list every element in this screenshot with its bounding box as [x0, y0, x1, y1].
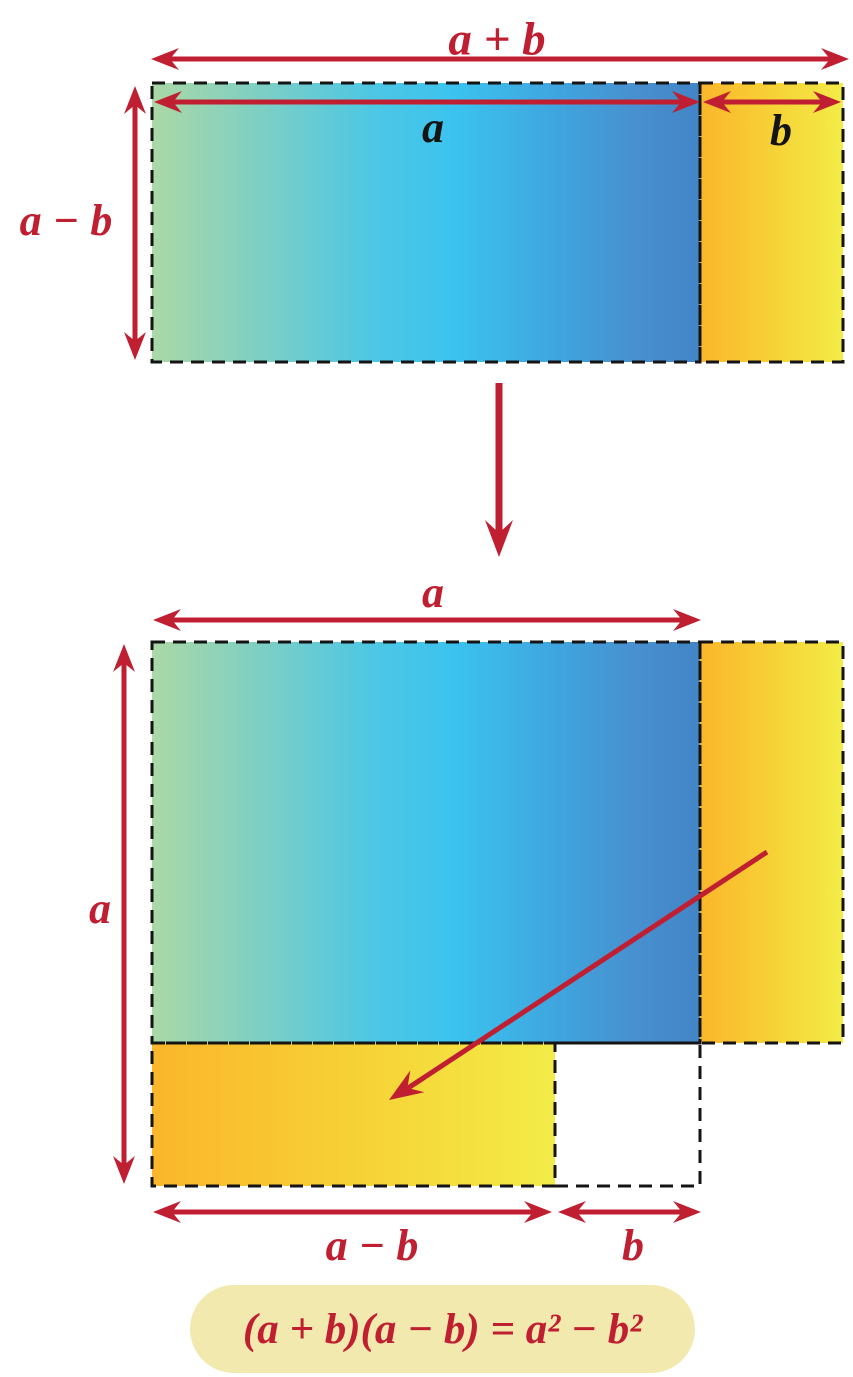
bottom-b-label: b [622, 1221, 644, 1270]
top-segment-a-label: a [422, 103, 444, 152]
formula-text: (a + b)(a − b) = a² − b² [242, 1305, 643, 1353]
bottom-height-label: a [89, 884, 111, 933]
bottom-b-arrow [558, 1201, 701, 1223]
top-segment-b-label: b [770, 106, 792, 155]
top-height-label: a − b [19, 196, 113, 245]
top-height-arrow [124, 86, 146, 360]
bottom-rect-blue-section [152, 642, 700, 1043]
bottom-a-minus-b-arrow [153, 1201, 552, 1223]
transform-down-arrow [485, 383, 513, 557]
top-width-label: a + b [448, 13, 546, 66]
bottom-rect-right-yellow-section [700, 642, 843, 1043]
bottom-rect-moved-yellow-section [152, 1043, 555, 1186]
formula-box: (a + b)(a − b) = a² − b² [190, 1285, 695, 1373]
bottom-a-minus-b-label: a − b [325, 1221, 419, 1270]
bottom-width-label: a [422, 568, 444, 617]
bottom-rect-empty-b-square [555, 1043, 700, 1186]
bottom-height-arrow [113, 644, 135, 1184]
